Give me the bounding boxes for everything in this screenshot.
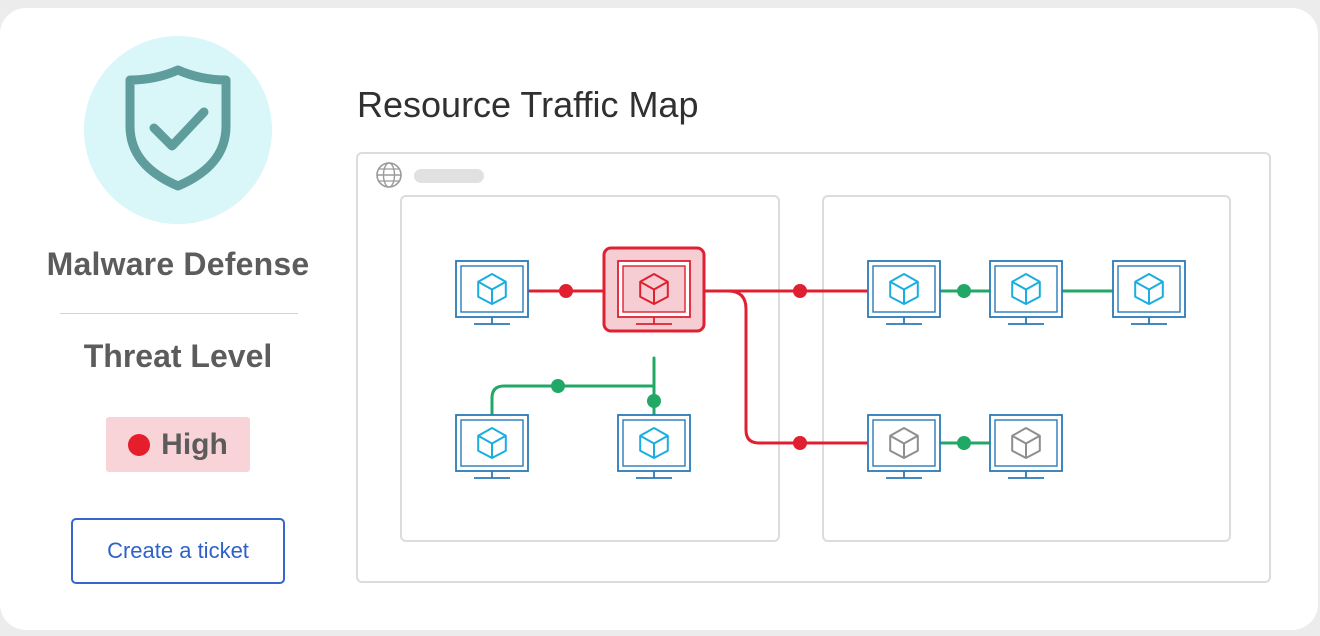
globe-icon: [376, 162, 402, 188]
monitor-node-normal[interactable]: [455, 414, 529, 479]
link-dot: [957, 284, 971, 298]
monitor-node-infected[interactable]: [602, 246, 706, 333]
traffic-link-threat: [526, 284, 606, 298]
monitor-node-inactive[interactable]: [867, 414, 941, 479]
monitor-node-normal[interactable]: [617, 414, 691, 479]
malware-defense-card: Malware Defense Threat Level High Create…: [0, 8, 1318, 630]
shield-check-icon: [125, 65, 231, 191]
link-dot: [793, 284, 807, 298]
map-title: Resource Traffic Map: [357, 84, 699, 125]
link-dot: [793, 436, 807, 450]
threat-level-label: Threat Level: [83, 338, 273, 374]
divider: [60, 313, 298, 314]
traffic-link-threat: [726, 289, 870, 450]
monitor-node-normal[interactable]: [1112, 260, 1186, 325]
monitor-node-inactive[interactable]: [989, 414, 1063, 479]
monitor-node-normal[interactable]: [867, 260, 941, 325]
link-dot: [647, 394, 661, 408]
create-ticket-button[interactable]: Create a ticket: [71, 518, 285, 584]
network-zone-right: [822, 195, 1231, 542]
threat-status-dot: [128, 433, 151, 456]
traffic-map-frame: [356, 152, 1271, 583]
monitor-node-normal[interactable]: [455, 260, 529, 325]
shield-badge: [84, 36, 272, 224]
traffic-link-safe: [490, 356, 661, 418]
network-zone-left: [400, 195, 780, 542]
link-dot: [551, 379, 565, 393]
address-bar-placeholder: [414, 169, 484, 183]
monitor-node-normal[interactable]: [989, 260, 1063, 325]
threat-level-value: High: [161, 427, 228, 461]
link-dot: [957, 436, 971, 450]
traffic-map-graph: [455, 246, 1186, 479]
product-name: Malware Defense: [46, 246, 310, 282]
threat-level-badge: High: [106, 417, 250, 472]
traffic-link-safe: [938, 436, 992, 450]
link-dot: [559, 284, 573, 298]
traffic-link-safe: [938, 284, 992, 298]
